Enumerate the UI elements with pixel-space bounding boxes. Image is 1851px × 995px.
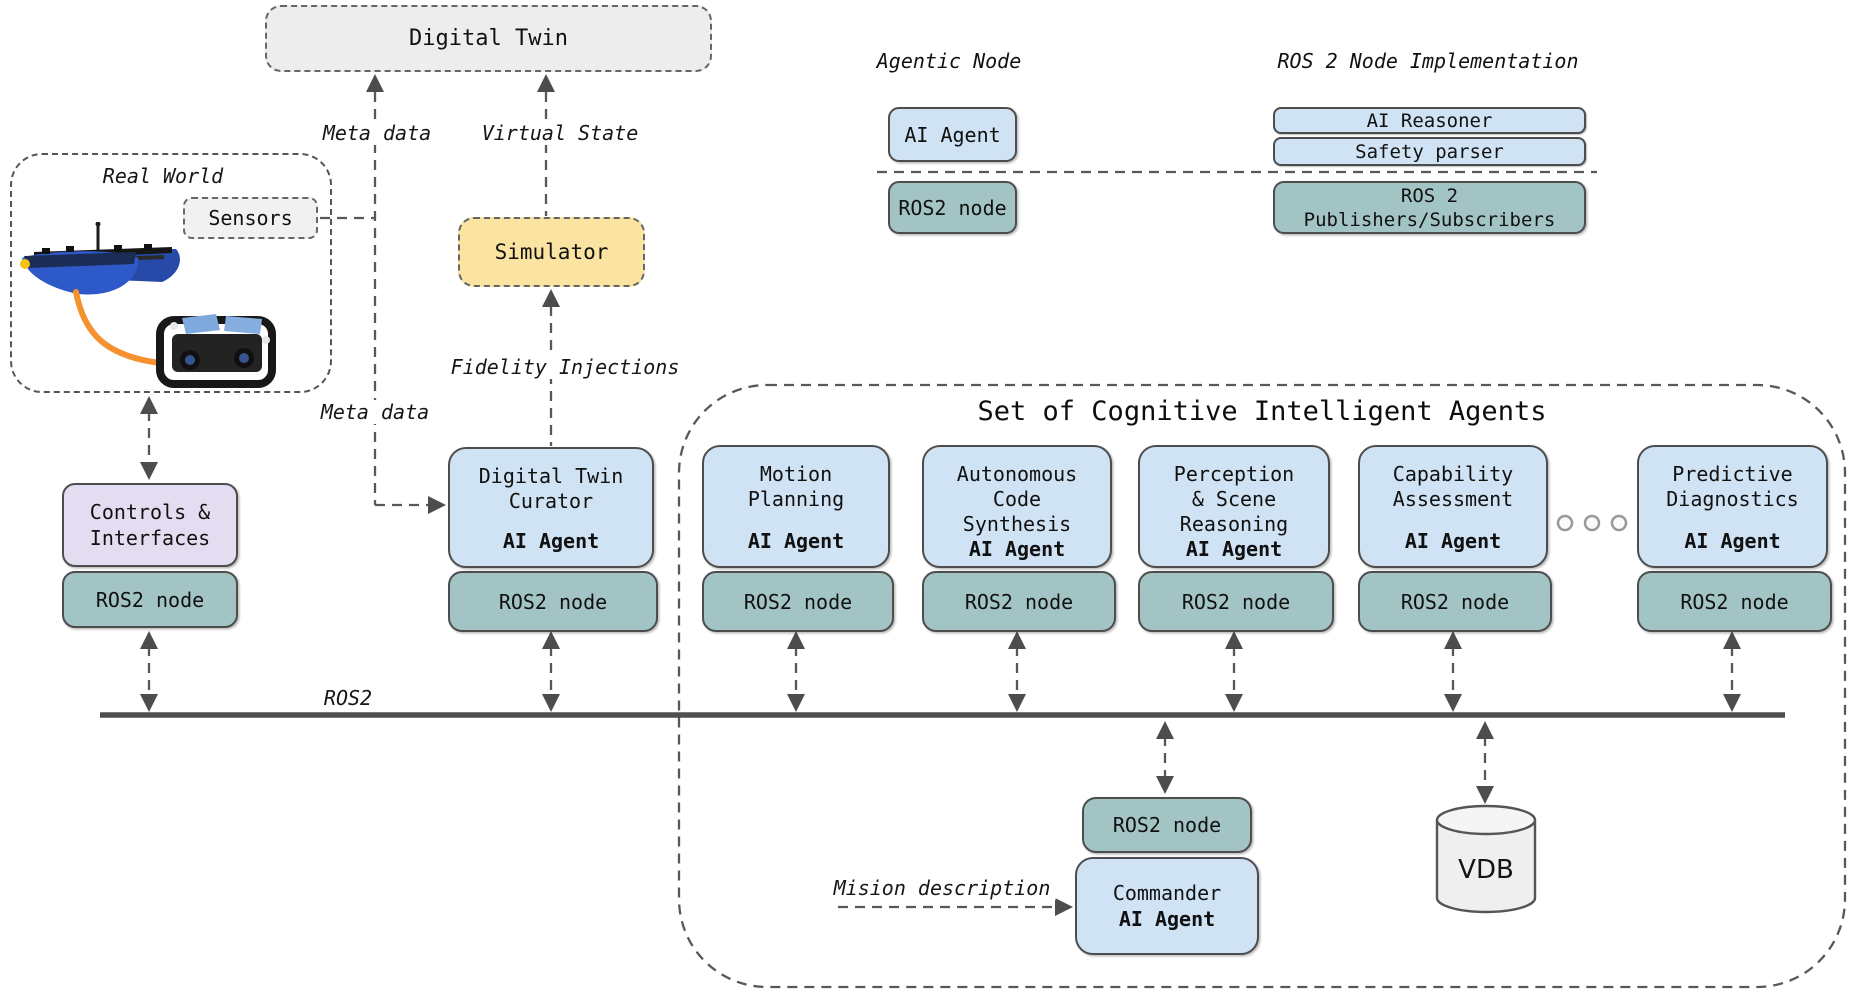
simulator-label: Simulator (494, 240, 609, 264)
agent-name: Perception & Scene Reasoning (1173, 462, 1295, 536)
agent-name: Autonomous Code Synthesis (956, 462, 1078, 536)
legend-ros2-node-label: ROS2 node (898, 195, 1007, 220)
mission-description-label: Mision description (828, 876, 1056, 900)
legend-safety-parser-box: Safety parser (1273, 137, 1586, 166)
legend-ai-agent-label: AI Agent (904, 122, 1001, 147)
virtual-state-label: Virtual State (476, 121, 644, 145)
simulator-box: Simulator (458, 217, 645, 287)
legend-ai-reasoner-label: AI Reasoner (1366, 109, 1493, 132)
commander-name: Commander (1112, 881, 1222, 905)
agent-ros2-node-box: ROS2 node (922, 571, 1116, 632)
legend-ai-reasoner-box: AI Reasoner (1273, 107, 1586, 134)
ai-agent-box: Perception & Scene Reasoning AI Agent (1138, 445, 1330, 568)
legend-ros2-node-box: ROS2 node (888, 181, 1017, 234)
controls-interfaces-box: Controls & Interfaces (62, 483, 238, 567)
ai-agent-box: Capability Assessment AI Agent (1358, 445, 1548, 568)
agent-type: AI Agent (1185, 537, 1283, 561)
agent-name: Predictive Diagnostics (1666, 462, 1799, 511)
agent-ros2-node-box: ROS2 node (1358, 571, 1552, 632)
real-world-title: Real World (97, 164, 229, 188)
agent-name: Capability Assessment (1392, 462, 1514, 511)
curator-ai-agent-box: Digital Twin Curator AI Agent (448, 447, 654, 568)
meta-data-label-bottom: Meta data (315, 400, 435, 424)
curator-ros2-node-box: ROS2 node (448, 571, 658, 632)
commander-type: AI Agent (1118, 907, 1216, 931)
commander-ros2-node-box: ROS2 node (1082, 797, 1252, 853)
commander-ros2-node-label: ROS2 node (1112, 813, 1222, 837)
agent-ros2-node-box: ROS2 node (1637, 571, 1832, 632)
agent-type: AI Agent (968, 537, 1066, 561)
controls-ros2-node-box: ROS2 node (62, 571, 238, 628)
agent-type: AI Agent (747, 529, 845, 553)
digital-twin-label: Digital Twin (409, 26, 568, 51)
curator-name: Digital Twin Curator (478, 464, 624, 513)
agent-type: AI Agent (1404, 529, 1502, 553)
ellipsis-dots-icon (1556, 514, 1628, 532)
controls-interfaces-label: Controls & Interfaces (89, 500, 211, 550)
curator-type: AI Agent (502, 529, 600, 553)
vdb-cylinder-icon (1435, 804, 1537, 914)
legend-publishers-label: ROS 2 Publishers/Subscribers (1303, 184, 1556, 231)
ai-agent-box: Autonomous Code Synthesis AI Agent (922, 445, 1112, 568)
ai-agent-box: Motion Planning AI Agent (702, 445, 890, 568)
vdb-label: VDB (1458, 855, 1514, 885)
rov (156, 314, 276, 388)
sensors-label: Sensors (208, 206, 293, 230)
usv-rov-illustration (20, 222, 276, 388)
legend-ai-agent-box: AI Agent (888, 107, 1017, 162)
agent-ros2-node-box: ROS2 node (702, 571, 894, 632)
agent-name: Motion Planning (747, 462, 845, 511)
fidelity-injections-label: Fidelity Injections (445, 355, 685, 379)
ai-agent-box: Predictive Diagnostics AI Agent (1637, 445, 1828, 568)
ros2-bus-label: ROS2 (318, 686, 378, 710)
digital-twin-curator-stack: Digital Twin Curator AI Agent ROS2 node (448, 447, 658, 632)
agent-type: AI Agent (1684, 529, 1781, 553)
cognitive-agents-container-border (677, 383, 1847, 989)
agent-ros2-node-box: ROS2 node (1138, 571, 1334, 632)
digital-twin-box: Digital Twin (265, 5, 712, 72)
meta-data-label-top: Meta data (317, 121, 437, 145)
legend-safety-parser-label: Safety parser (1355, 140, 1504, 163)
legend-publishers-box: ROS 2 Publishers/Subscribers (1273, 181, 1586, 234)
arrowheads (140, 74, 1741, 916)
real-world-container (10, 153, 332, 393)
sensors-box: Sensors (183, 197, 318, 239)
controls-ros2-node-label: ROS2 node (95, 587, 205, 612)
cognitive-agents-title: Set of Cognitive Intelligent Agents (977, 396, 1547, 427)
commander-ai-agent-box: Commander AI Agent (1075, 857, 1259, 955)
legend-ros2-impl-title: ROS 2 Node Implementation (1277, 49, 1579, 73)
legend-agentic-node-title: Agentic Node (876, 49, 1022, 73)
